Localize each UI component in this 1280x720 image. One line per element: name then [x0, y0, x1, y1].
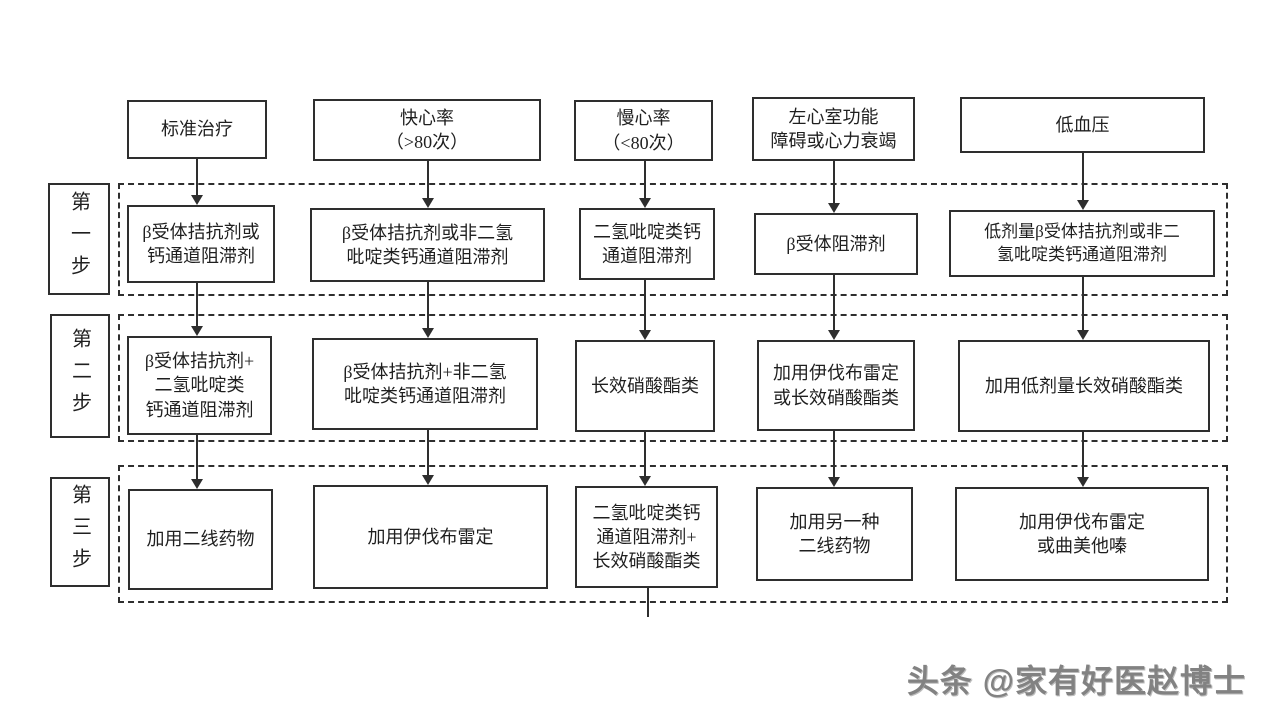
step3-box-lv-dysfunction: 加用另一种 二线药物 [756, 487, 913, 581]
arrow-down-icon [1077, 432, 1089, 487]
step3-row-label: 第三步 [50, 477, 110, 587]
step3-region-outline [118, 465, 1228, 603]
header-fast-heart-rate: 快心率 （>80次） [313, 99, 541, 161]
step1-box-lv-dysfunction: β受体阻滞剂 [754, 213, 918, 275]
arrow-down-icon [639, 280, 651, 340]
step3-box-hypotension: 加用伊伐布雷定 或曲美他嗪 [955, 487, 1209, 581]
header-standard-therapy: 标准治疗 [127, 100, 267, 159]
arrow-down-icon [639, 432, 651, 486]
header-hypotension: 低血压 [960, 97, 1205, 153]
arrow-down-icon [1077, 153, 1089, 210]
step2-box-hypotension: 加用低剂量长效硝酸酯类 [958, 340, 1210, 432]
arrow-down-icon [422, 430, 434, 485]
arrow-down-icon [191, 435, 203, 489]
connector-line-down [642, 588, 654, 617]
step1-row-label: 第一步 [48, 183, 110, 295]
step1-box-slow-heart-rate: 二氢吡啶类钙 通道阻滞剂 [579, 208, 715, 280]
step3-box-standard-therapy: 加用二线药物 [128, 489, 273, 590]
step1-box-standard-therapy: β受体拮抗剂或 钙通道阻滞剂 [127, 205, 275, 283]
step2-box-standard-therapy: β受体拮抗剂+ 二氢吡啶类 钙通道阻滞剂 [127, 336, 272, 435]
arrow-down-icon [828, 275, 840, 340]
watermark-text: 头条 @家有好医赵博士 [906, 663, 1246, 699]
header-slow-heart-rate: 慢心率 （<80次） [574, 100, 713, 161]
arrow-down-icon [1077, 277, 1089, 340]
arrow-down-icon [422, 282, 434, 338]
step1-region-outline [118, 183, 1228, 296]
header-lv-dysfunction-heart-failure: 左心室功能 障碍或心力衰竭 [752, 97, 915, 161]
arrow-down-icon [422, 161, 434, 208]
step2-box-lv-dysfunction: 加用伊伐布雷定 或长效硝酸酯类 [757, 340, 915, 431]
step2-region-outline [118, 314, 1228, 442]
arrow-down-icon [191, 159, 203, 205]
step2-row-label: 第二步 [50, 314, 110, 438]
step1-box-hypotension: 低剂量β受体拮抗剂或非二 氢吡啶类钙通道阻滞剂 [949, 210, 1215, 277]
arrow-down-icon [828, 431, 840, 487]
arrow-down-icon [639, 161, 651, 208]
arrow-down-icon [191, 283, 203, 336]
step2-box-slow-heart-rate: 长效硝酸酯类 [575, 340, 715, 432]
step3-box-slow-heart-rate: 二氢吡啶类钙 通道阻滞剂+ 长效硝酸酯类 [575, 486, 718, 588]
step1-box-fast-heart-rate: β受体拮抗剂或非二氢 吡啶类钙通道阻滞剂 [310, 208, 545, 282]
step3-box-fast-heart-rate: 加用伊伐布雷定 [313, 485, 548, 589]
arrow-down-icon [828, 161, 840, 213]
step2-box-fast-heart-rate: β受体拮抗剂+非二氢 吡啶类钙通道阻滞剂 [312, 338, 538, 430]
